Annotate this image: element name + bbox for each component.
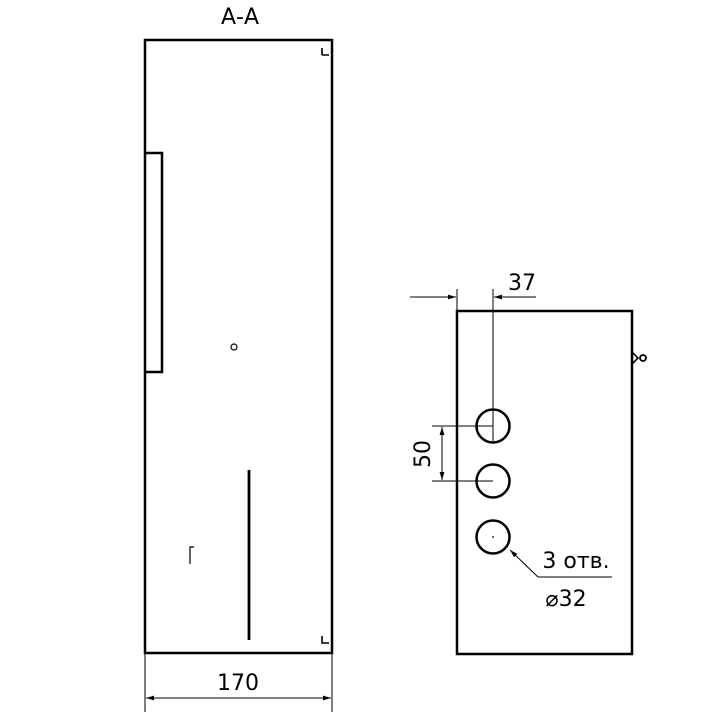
side-panel-outline	[455, 309, 634, 656]
side-view: 37 50 3 отв. ⌀32	[410, 271, 647, 656]
cabinet-body-outline	[143, 38, 334, 655]
corner-bracket-bottom	[321, 636, 329, 644]
small-mark	[189, 546, 194, 564]
corner-bracket-top	[321, 48, 329, 56]
section-label: А-А	[221, 5, 259, 30]
hole-3-center-mark	[492, 536, 494, 538]
side-handle	[145, 151, 164, 374]
offset-dimension: 37	[410, 271, 536, 441]
width-dimension: 170	[144, 653, 333, 712]
section-view: А-А 170	[143, 5, 334, 712]
lock-circle	[230, 343, 238, 351]
dimension-text-50: 50	[411, 440, 436, 468]
callout-hole-diameter: ⌀32	[545, 587, 586, 612]
callout-hole-count: 3 отв.	[542, 549, 609, 574]
callout-leader	[509, 549, 539, 578]
hole-3	[475, 519, 511, 555]
hole-callout: 3 отв. ⌀32	[509, 549, 612, 612]
spacing-dimension: 50	[411, 427, 445, 480]
dimension-text-37: 37	[508, 271, 536, 296]
hinge	[631, 351, 647, 365]
dimension-text-170: 170	[217, 671, 259, 696]
